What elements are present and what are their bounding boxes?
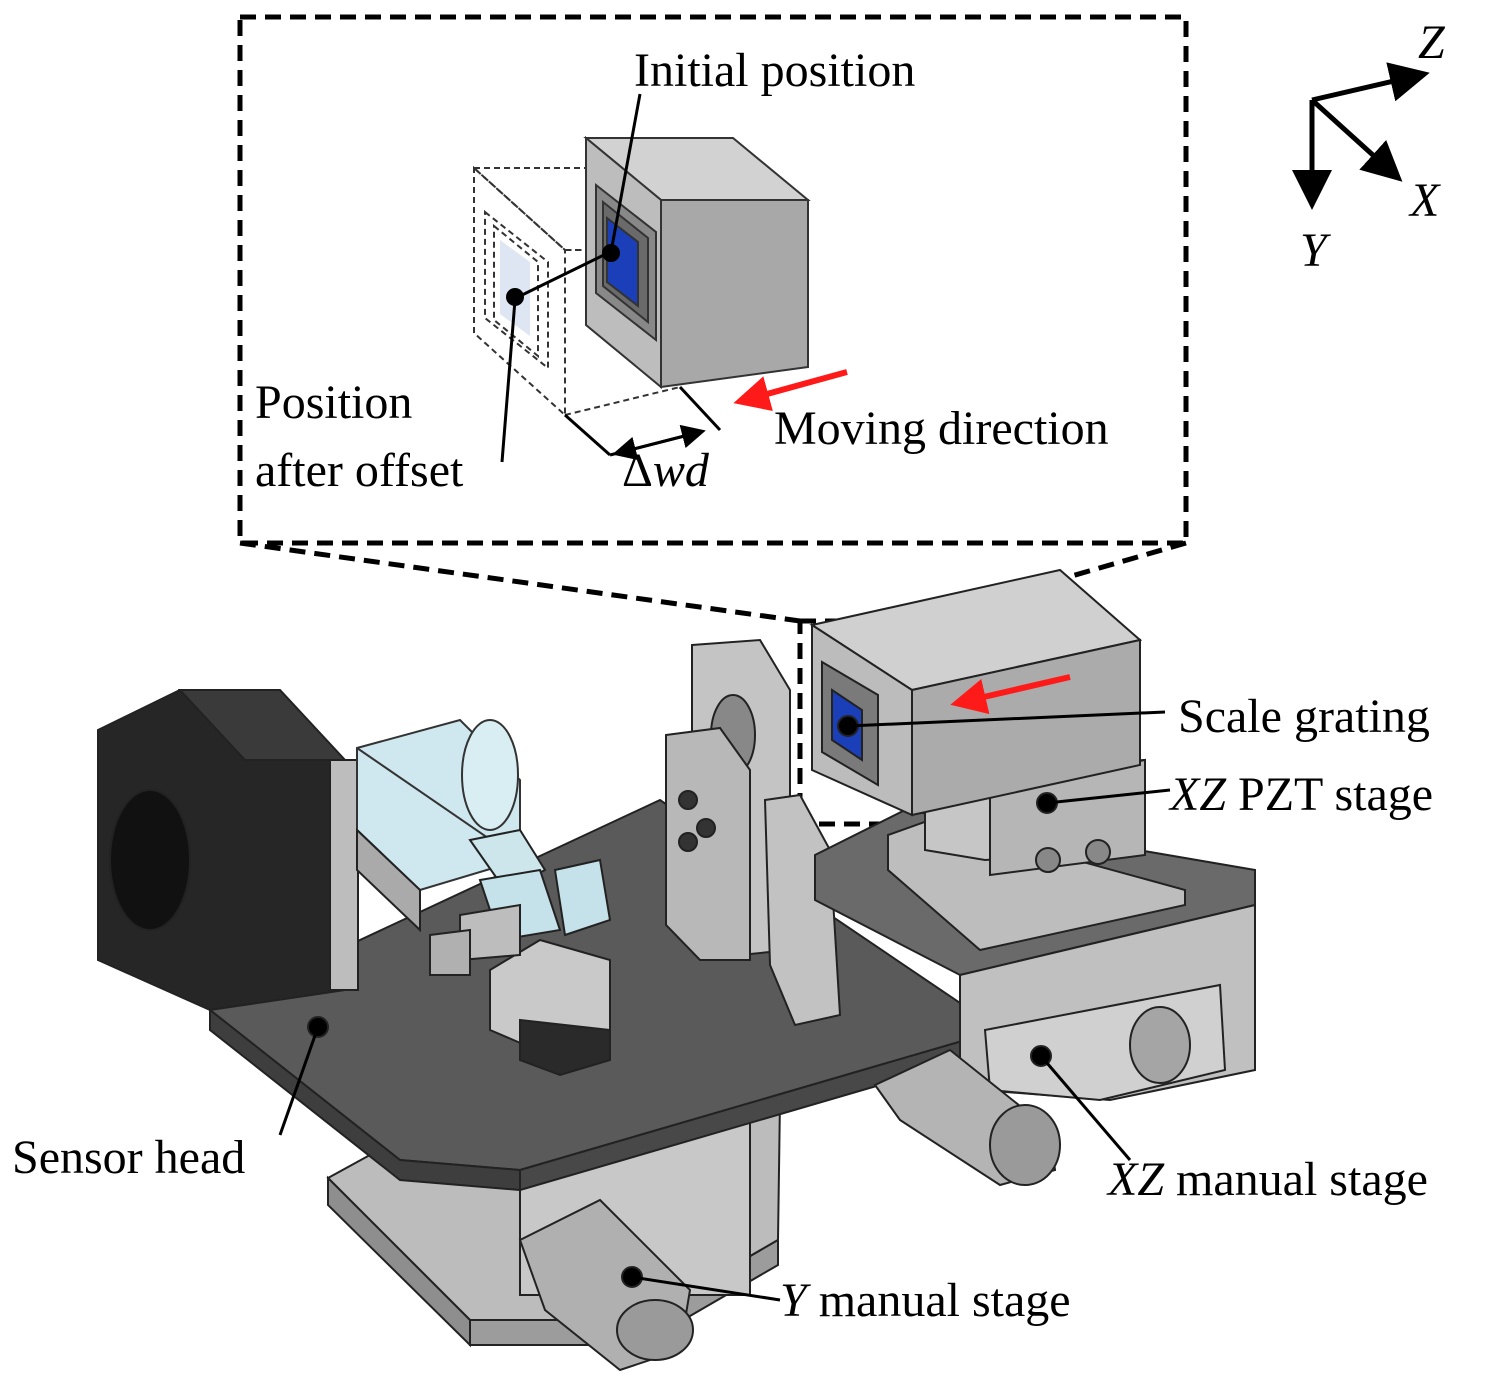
axis-x-label: X xyxy=(1408,174,1441,227)
main-moving-arrow xyxy=(950,674,1071,715)
axis-z-label: Z xyxy=(1418,16,1446,69)
xz-manual-knob xyxy=(1129,1006,1191,1084)
initial-cube xyxy=(583,135,811,390)
scale-grating-label: Scale grating xyxy=(1178,690,1430,743)
delta-symbol: Δ xyxy=(622,444,653,497)
xz-manual-suffix: manual stage xyxy=(1164,1153,1428,1206)
delta-var: wd xyxy=(653,444,710,497)
leader-lines xyxy=(278,710,1171,1302)
delta-wd-label: Δwd xyxy=(622,444,710,497)
y-manual-prefix: Y xyxy=(780,1274,811,1327)
sensor-head-label: Sensor head xyxy=(12,1131,245,1184)
axis-y-label: Y xyxy=(1300,224,1331,277)
position-after-offset-label-1: Position xyxy=(255,376,412,429)
inset-detail: Initial position Position after offset M… xyxy=(237,14,1189,546)
xz-pzt-prefix: XZ xyxy=(1168,768,1227,821)
position-after-offset-label-2: after offset xyxy=(255,444,464,497)
xz-pzt-stage-label: XZ PZT stage xyxy=(1168,768,1433,821)
xz-manual-stage-label: XZ manual stage xyxy=(1106,1153,1428,1206)
xz-pzt-suffix: PZT stage xyxy=(1226,768,1433,821)
inset-frame xyxy=(237,14,1189,546)
initial-position-label: Initial position xyxy=(634,44,915,97)
apparatus xyxy=(97,568,1256,1372)
offset-position-dot xyxy=(506,288,524,306)
y-manual-stage-label: Y manual stage xyxy=(780,1274,1071,1327)
delta-wd-dimension xyxy=(564,385,722,461)
initial-position-dot xyxy=(602,244,620,262)
mirror-mount-2 xyxy=(665,726,751,961)
coordinate-axes xyxy=(1292,62,1430,210)
camera-lens xyxy=(109,789,191,931)
xz-manual-prefix: XZ xyxy=(1106,1153,1165,1206)
moving-direction-arrow xyxy=(733,369,848,412)
moving-direction-label: Moving direction xyxy=(774,402,1109,455)
y-manual-suffix: manual stage xyxy=(807,1274,1071,1327)
